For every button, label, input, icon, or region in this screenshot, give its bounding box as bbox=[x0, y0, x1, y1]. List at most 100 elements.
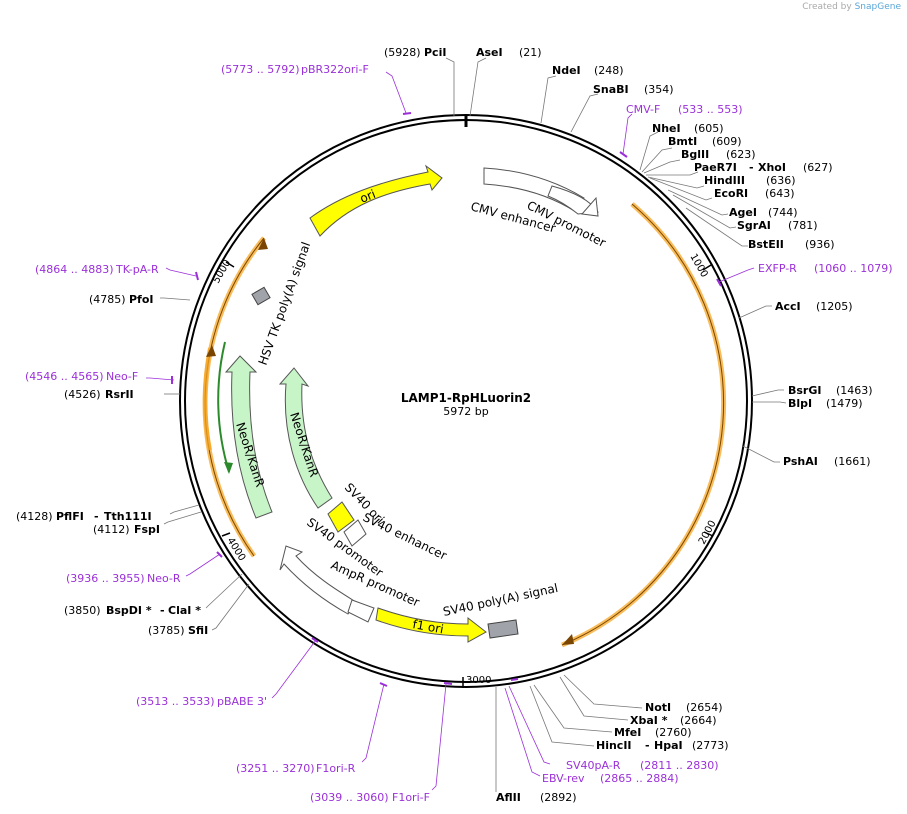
enzyme-pos-acci: (1205) bbox=[816, 300, 853, 313]
enzyme-pos-pfoi: (4785) bbox=[89, 293, 126, 306]
ori-label: ori bbox=[358, 187, 378, 206]
cmv-promoter-arrow bbox=[581, 196, 599, 217]
primer-name-pbabe: pBABE 3' bbox=[217, 695, 267, 708]
plasmid-size: 5972 bp bbox=[443, 405, 488, 418]
primer-mark-exfpr bbox=[716, 278, 722, 287]
orf-arc-right-line bbox=[561, 203, 725, 646]
primer-range-pbr322: (5773 .. 5792) bbox=[221, 63, 300, 76]
enzyme-dash-hincii: - bbox=[645, 739, 650, 752]
enzyme-pos-bspdi: (3850) bbox=[64, 604, 101, 617]
primer-range-f1orif: (3039 .. 3060) bbox=[310, 791, 389, 804]
primer-mark-cmvf bbox=[619, 151, 628, 158]
orf-arcs bbox=[202, 202, 727, 648]
primer-mark-pbabe bbox=[311, 637, 319, 643]
enzyme-name-bglii: BglII bbox=[681, 148, 709, 161]
f1-ori-feature bbox=[375, 607, 487, 643]
enzyme-name-agei: AgeI bbox=[729, 206, 757, 219]
enzyme-pos-ecori: (643) bbox=[765, 187, 795, 200]
sv40-polya-label: SV40 poly(A) signal bbox=[442, 581, 560, 619]
enzyme-name-nhei: NheI bbox=[652, 122, 681, 135]
enzyme-pos-hindiii: (636) bbox=[766, 174, 796, 187]
primer-range-pbabe: (3513 .. 3533) bbox=[136, 695, 215, 708]
enzyme-pos-pshai: (1661) bbox=[834, 455, 871, 468]
primer-name-sv40par: SV40pA-R bbox=[566, 759, 621, 772]
tick-mark-1000 bbox=[702, 264, 712, 271]
ampr-promoter-feature bbox=[347, 599, 375, 623]
primer-range-f1orir: (3251 .. 3270) bbox=[236, 762, 315, 775]
primer-range-ebvrev: (2865 .. 2884) bbox=[600, 772, 679, 785]
primer-mark-tkpar bbox=[195, 271, 199, 281]
primer-name-neor: Neo-R bbox=[147, 572, 181, 585]
sv40-promoter-feature bbox=[279, 545, 357, 615]
enzyme-name-bsrgi: BsrGI bbox=[788, 384, 821, 397]
orf-arc-left-arrow bbox=[258, 238, 268, 250]
enzyme-pos-pflfi: (4128) bbox=[16, 510, 53, 523]
position-ticks: 1000 2000 3000 4000 5000 bbox=[211, 252, 719, 688]
enzyme-pos-xbai: (2664) bbox=[680, 714, 717, 727]
enzyme-pos-noti: (2654) bbox=[686, 701, 723, 714]
enzyme-pos-asei: (21) bbox=[519, 46, 542, 59]
enzyme-name-fspi: FspI bbox=[134, 523, 160, 536]
enzyme-name-bsteii: BstEII bbox=[748, 238, 784, 251]
enzyme-name-xhoi: XhoI bbox=[758, 161, 786, 174]
tick-label-5000: 5000 bbox=[211, 258, 233, 286]
primer-name-f1orif: F1ori-F bbox=[392, 791, 430, 804]
enzyme-name-mfei: MfeI bbox=[614, 726, 641, 739]
primer-leader-lines bbox=[146, 71, 755, 791]
enzyme-pos-blpi: (1479) bbox=[826, 397, 863, 410]
ori-feature bbox=[309, 164, 443, 237]
enzyme-name-clai: ClaI * bbox=[168, 604, 201, 617]
enzyme-dash-bspdi: - bbox=[160, 604, 165, 617]
primer-labels: (5773 .. 5792) pBR322ori-F CMV-F (533 ..… bbox=[25, 63, 893, 804]
hsv-tk-polya-label: HSV TK poly(A) signal bbox=[256, 240, 314, 367]
tick-label-3000: 3000 bbox=[466, 675, 491, 686]
enzyme-name-sgrai: SgrAI bbox=[737, 219, 771, 232]
enzyme-pos-sfii: (3785) bbox=[148, 624, 185, 637]
enzyme-pos-nhei: (605) bbox=[694, 122, 724, 135]
enzyme-name-hpai: HpaI bbox=[654, 739, 683, 752]
sv40-polya-feature bbox=[487, 619, 519, 639]
primer-range-sv40par: (2811 .. 2830) bbox=[640, 759, 719, 772]
enzyme-pos-bsteii: (936) bbox=[805, 238, 835, 251]
enzyme-name-asei: AseI bbox=[476, 46, 503, 59]
enzyme-name-xbai: XbaI * bbox=[630, 714, 668, 727]
primer-mark-f1orif bbox=[443, 682, 453, 685]
snapgene-brand: SnapGene bbox=[854, 2, 901, 12]
enzyme-pos-rsrii: (4526) bbox=[64, 388, 101, 401]
enzyme-name-snabi: SnaBI bbox=[593, 83, 629, 96]
enzyme-pos-fspi: (4112) bbox=[93, 523, 130, 536]
enzyme-name-blpi: BlpI bbox=[788, 397, 812, 410]
enzyme-pos-bmti: (609) bbox=[712, 135, 742, 148]
primer-mark-neor bbox=[216, 551, 223, 558]
tick-mark-2000 bbox=[703, 531, 714, 537]
orf-arc-left-small-arrow bbox=[206, 345, 216, 357]
primer-name-f1orir: F1ori-R bbox=[316, 762, 356, 775]
enzyme-name-hincii: HincII bbox=[596, 739, 632, 752]
sv40-ori-feature bbox=[327, 501, 355, 533]
enzyme-pos-sgrai: (781) bbox=[788, 219, 818, 232]
enzyme-name-rsrii: RsrII bbox=[105, 388, 134, 401]
enzyme-name-sfii: SfiI bbox=[188, 624, 208, 637]
cmv-promoter-feature bbox=[547, 185, 599, 215]
enzyme-name-pfoi: PfoI bbox=[129, 293, 154, 306]
primer-mark-f1orir bbox=[379, 682, 388, 687]
enzyme-name-bspdi: BspDI * bbox=[106, 604, 152, 617]
primer-range-neor: (3936 .. 3955) bbox=[66, 572, 145, 585]
enzyme-pos-ndei: (248) bbox=[594, 64, 624, 77]
enzyme-name-noti: NotI bbox=[645, 701, 671, 714]
primer-mark-pbr322 bbox=[402, 112, 412, 115]
primer-name-neof: Neo-F bbox=[106, 370, 138, 383]
primer-range-tkpar: (4864 .. 4883) bbox=[35, 263, 114, 276]
enzyme-dash-paer7i: - bbox=[749, 161, 754, 174]
primer-range-exfpr: (1060 .. 1079) bbox=[814, 262, 893, 275]
enzyme-name-aflii: AflII bbox=[496, 791, 521, 804]
enzyme-name-bmti: BmtI bbox=[668, 135, 697, 148]
enzyme-name-paer7i: PaeR7I bbox=[694, 161, 737, 174]
primer-name-cmvf: CMV-F bbox=[626, 103, 660, 116]
neo-green-line bbox=[217, 341, 230, 473]
orf-arc-right-arrow bbox=[562, 634, 574, 645]
enzyme-labels: (5928) PciI AseI (21) NdeI (248) SnaBI (… bbox=[16, 46, 873, 804]
primer-range-neof: (4546 .. 4565) bbox=[25, 370, 104, 383]
primer-mark-sv40par bbox=[510, 678, 519, 681]
primer-markers bbox=[171, 112, 722, 687]
